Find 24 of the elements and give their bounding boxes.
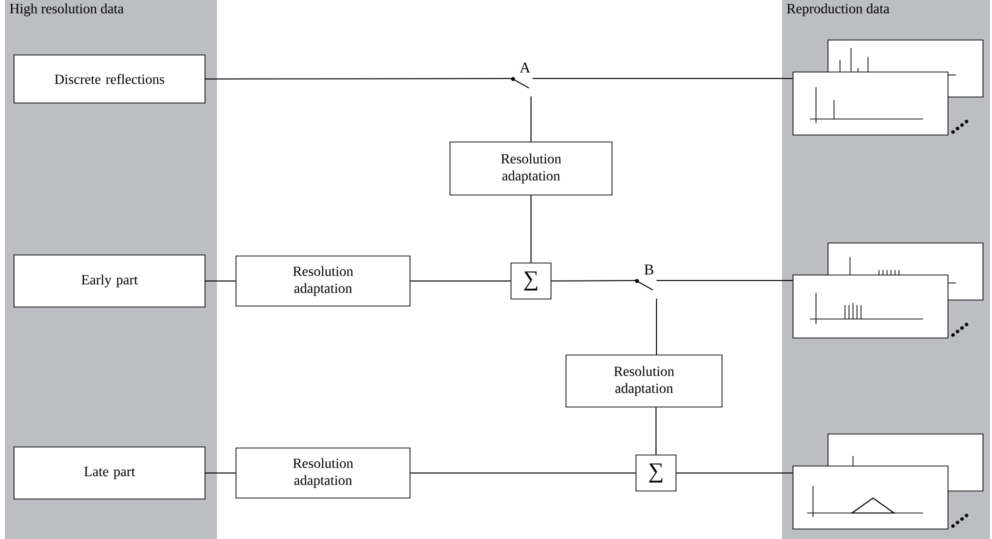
connector-line [204, 78, 513, 80]
connector-line [410, 472, 636, 474]
process-box: Resolution adaptation [566, 354, 722, 408]
plot-cards-drawing [792, 242, 984, 338]
process-box: Resolution adaptation [236, 256, 410, 306]
connector-line [656, 298, 657, 356]
process-box: Early part [14, 254, 206, 308]
process-box: Resolution adaptation [450, 142, 612, 196]
plot-cards-drawing [792, 434, 984, 530]
connector-line [530, 194, 532, 264]
connector-line [656, 280, 793, 281]
connector-line [676, 472, 793, 474]
process-box: Discrete reflections [14, 54, 206, 104]
connector-line [204, 280, 236, 282]
connector-line [204, 472, 236, 474]
plot-cards-drawing [792, 40, 984, 136]
process-box: Resolution adaptation [236, 448, 410, 498]
summation-box: ∑ [636, 454, 676, 492]
process-box: Late part [14, 446, 206, 500]
connector-line [410, 280, 512, 282]
connector-line [530, 96, 532, 142]
summation-box: ∑ [510, 262, 552, 300]
connector-line [532, 78, 793, 79]
connector-line [550, 280, 637, 282]
